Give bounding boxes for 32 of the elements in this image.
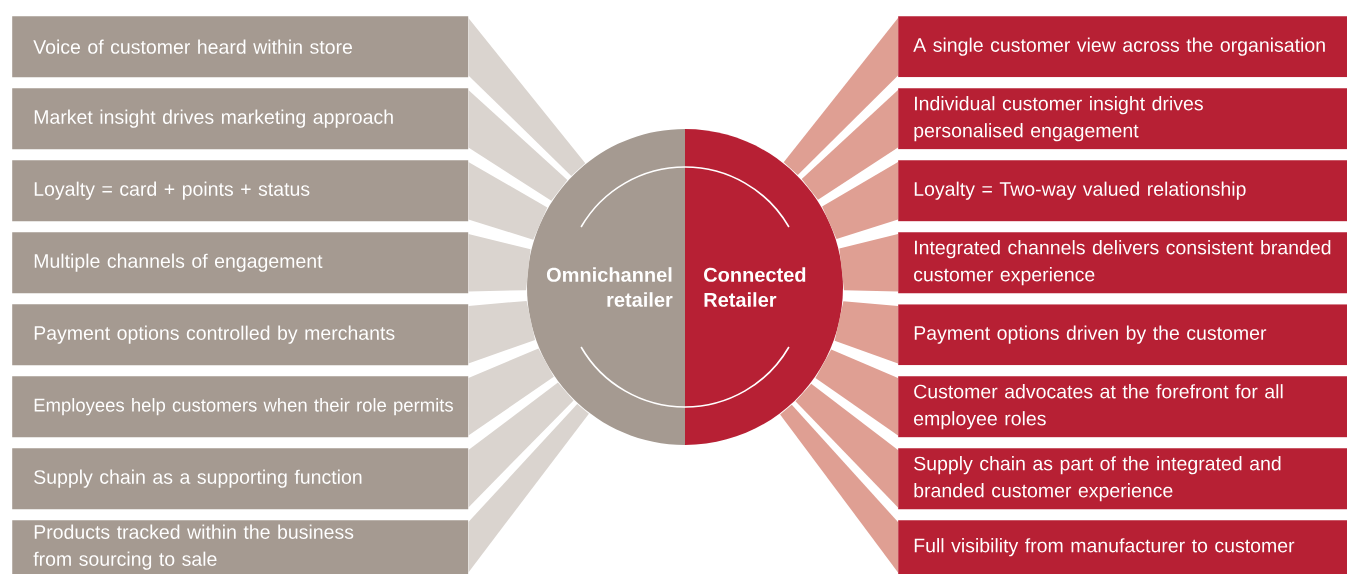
connector-wedge xyxy=(801,90,898,200)
statement-box: Individual customer insight drives personalised engagement xyxy=(898,88,1347,150)
statement-box: Supply chain as a supporting function xyxy=(12,448,469,510)
statement-box: Loyalty = Two-way valued relationship xyxy=(898,160,1347,222)
statement-box: Full visibility from manufacturer to customer xyxy=(898,520,1347,574)
statement-box: Supply chain as part of the integrated and branded customer experience xyxy=(898,448,1347,510)
connector-wedge xyxy=(780,404,898,573)
connector-wedge xyxy=(468,300,536,364)
statement-box: Market insight drives marketing approach xyxy=(12,88,469,150)
connector-wedge xyxy=(834,301,898,364)
statement-box: Loyalty = card + points + status xyxy=(12,160,469,222)
statement-box: Customer advocates at the forefront for all employee roles xyxy=(898,376,1347,438)
connector-wedge xyxy=(468,234,531,292)
connector-wedge xyxy=(468,348,554,436)
statement-box: A single customer view across the organisation xyxy=(898,16,1347,78)
connector-wedge xyxy=(839,234,898,292)
statement-box: Voice of customer heard within store xyxy=(12,16,469,78)
statement-box: Payment options controlled by merchants xyxy=(12,304,469,366)
statement-box: Integrated channels delivers consistent branded customer experience xyxy=(898,232,1347,294)
connector-wedge xyxy=(815,349,898,436)
connector-wedge xyxy=(783,18,898,175)
connector-wedge xyxy=(468,403,589,573)
connector-wedge xyxy=(468,382,574,508)
statement-box: Payment options driven by the customer xyxy=(898,304,1347,366)
connector-wedge xyxy=(822,162,898,239)
statement-box: Employees help customers when their role permits xyxy=(12,376,469,438)
connector-wedge xyxy=(468,90,568,201)
connector-wedge xyxy=(468,18,586,176)
statement-box: Products tracked within the business from sourcing to sale xyxy=(12,520,469,574)
statement-box: Multiple channels of engagement xyxy=(12,232,469,294)
connector-wedge xyxy=(468,162,548,240)
connector-wedge xyxy=(795,383,898,508)
